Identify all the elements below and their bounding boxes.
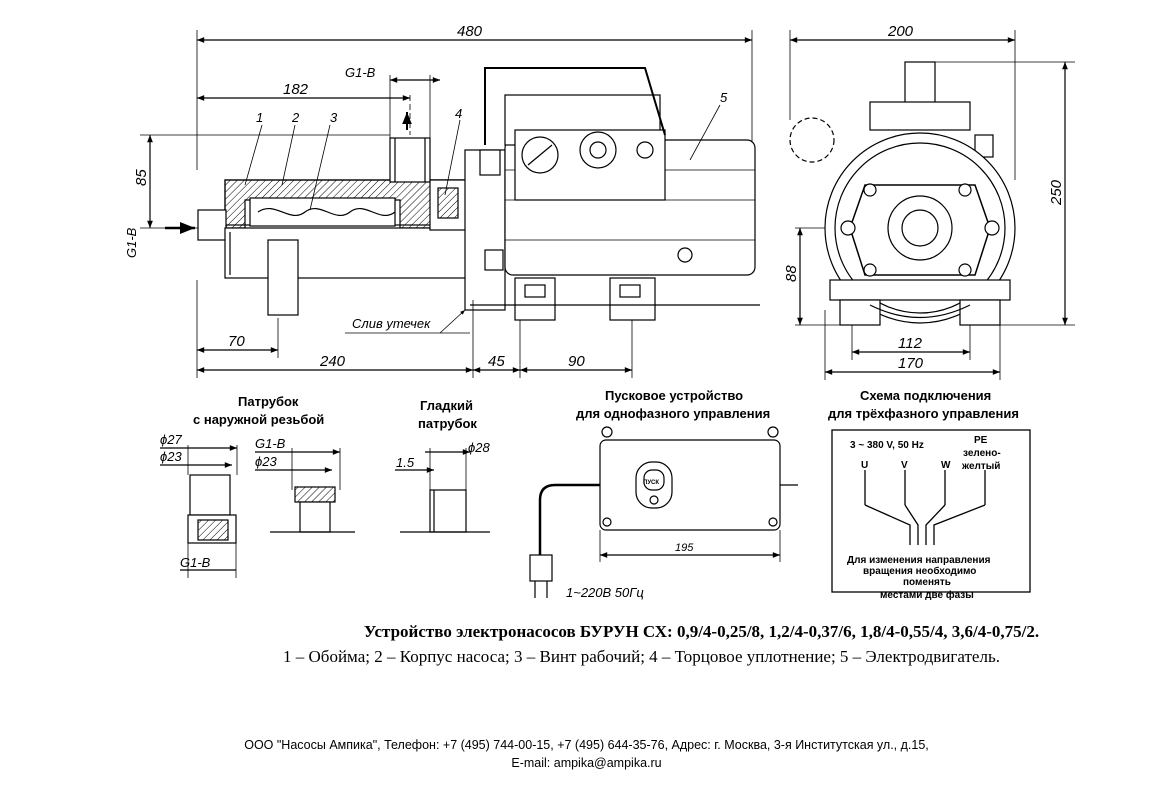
front-view-text: 200 250 88 112 170 — [783, 23, 1065, 372]
wiring-diagram — [831, 429, 1031, 593]
dim-240: 240 — [319, 353, 346, 370]
starter-supply: 1~220В 50Гц — [566, 585, 644, 600]
front-view — [789, 30, 1075, 380]
wiring-title-2: для трёхфазного управления — [828, 406, 1019, 421]
footer-contacts: ООО "Насосы Ампика", Телефон: +7 (495) 7… — [244, 738, 929, 752]
dim-d28: ϕ28 — [468, 440, 490, 455]
callout-4: 4 — [455, 106, 462, 121]
dim-g1b-nozzle-top: G1-B — [255, 436, 286, 451]
dim-112: 112 — [898, 335, 923, 352]
starter-device — [529, 426, 798, 598]
wiring-phase-v: V — [901, 460, 908, 471]
wiring-supply: 3 ~ 380 V, 50 Hz — [850, 440, 924, 451]
wiring-note-3: поменять — [903, 577, 951, 588]
side-view-text: 480 G1-B 182 85 G1-B 1 2 3 4 5 Слив утеч… — [124, 23, 728, 370]
smooth-title-1: Гладкий — [420, 398, 473, 413]
dim-90: 90 — [568, 353, 585, 370]
dim-182: 182 — [283, 81, 309, 98]
dim-85: 85 — [133, 169, 150, 186]
dim-70: 70 — [228, 333, 245, 350]
technical-drawing: 480 G1-B 182 85 G1-B 1 2 3 4 5 Слив утеч… — [124, 23, 1075, 601]
wiring-note-1: Для изменения направления — [847, 555, 991, 566]
dim-480: 480 — [457, 23, 483, 40]
caption-title: Устройство электронасосов БУРУН СХ: 0,9/… — [363, 622, 1040, 641]
wiring-phase-u: U — [861, 460, 868, 471]
threaded-nozzle — [160, 445, 355, 578]
dim-g1b-nozzle-bottom: G1-B — [180, 555, 211, 570]
threaded-title-1: Патрубок — [238, 394, 299, 409]
callout-5: 5 — [720, 90, 728, 105]
dim-250: 250 — [1048, 179, 1065, 206]
caption-legend: 1 – Обойма; 2 – Корпус насоса; 3 – Винт … — [283, 647, 1000, 666]
footer-email: E-mail: ampika@ampika.ru — [511, 756, 662, 770]
callout-2: 2 — [291, 110, 300, 125]
wiring-title-1: Схема подключения — [860, 388, 991, 403]
dim-g1b-inlet: G1-B — [124, 227, 139, 258]
smooth-nozzle — [395, 448, 490, 533]
dim-170: 170 — [898, 355, 924, 372]
dim-200: 200 — [887, 23, 914, 40]
dim-d23a: ϕ23 — [160, 449, 182, 464]
wiring-note-4: местами две фазы — [880, 589, 974, 601]
threaded-title-2: с наружной резьбой — [193, 412, 324, 427]
wiring-note-2: вращения необходимо — [863, 565, 976, 577]
starter-text: Пусковое устройство для однофазного упра… — [566, 388, 770, 600]
starter-title-2: для однофазного управления — [576, 406, 770, 421]
wiring-phase-w: W — [941, 460, 951, 471]
dim-d27: ϕ27 — [160, 432, 182, 447]
starter-button-label: ПУСК — [643, 480, 659, 486]
dim-g1b-top: G1-B — [345, 65, 376, 80]
wiring-pe-color-2: желтый — [961, 461, 1000, 472]
leak-drain-label: Слив утечек — [352, 316, 431, 331]
threaded-nozzle-text: Патрубок с наружной резьбой ϕ27 ϕ23 G1-B… — [160, 394, 324, 570]
side-view — [140, 30, 760, 378]
dim-195: 195 — [675, 542, 694, 554]
smooth-title-2: патрубок — [418, 416, 477, 431]
starter-title-1: Пусковое устройство — [605, 388, 743, 403]
callout-1: 1 — [256, 110, 263, 125]
dim-1-5: 1.5 — [396, 455, 415, 470]
wiring-pe: PE — [974, 435, 988, 446]
smooth-nozzle-text: Гладкий патрубок 1.5 ϕ28 — [396, 398, 490, 470]
wiring-pe-color-1: зелено- — [963, 448, 1001, 459]
dim-d23b: ϕ23 — [255, 454, 277, 469]
dim-45: 45 — [488, 353, 505, 370]
callout-3: 3 — [330, 110, 338, 125]
wiring-text: Схема подключения для трёхфазного управл… — [828, 388, 1019, 601]
dim-88: 88 — [783, 265, 800, 282]
